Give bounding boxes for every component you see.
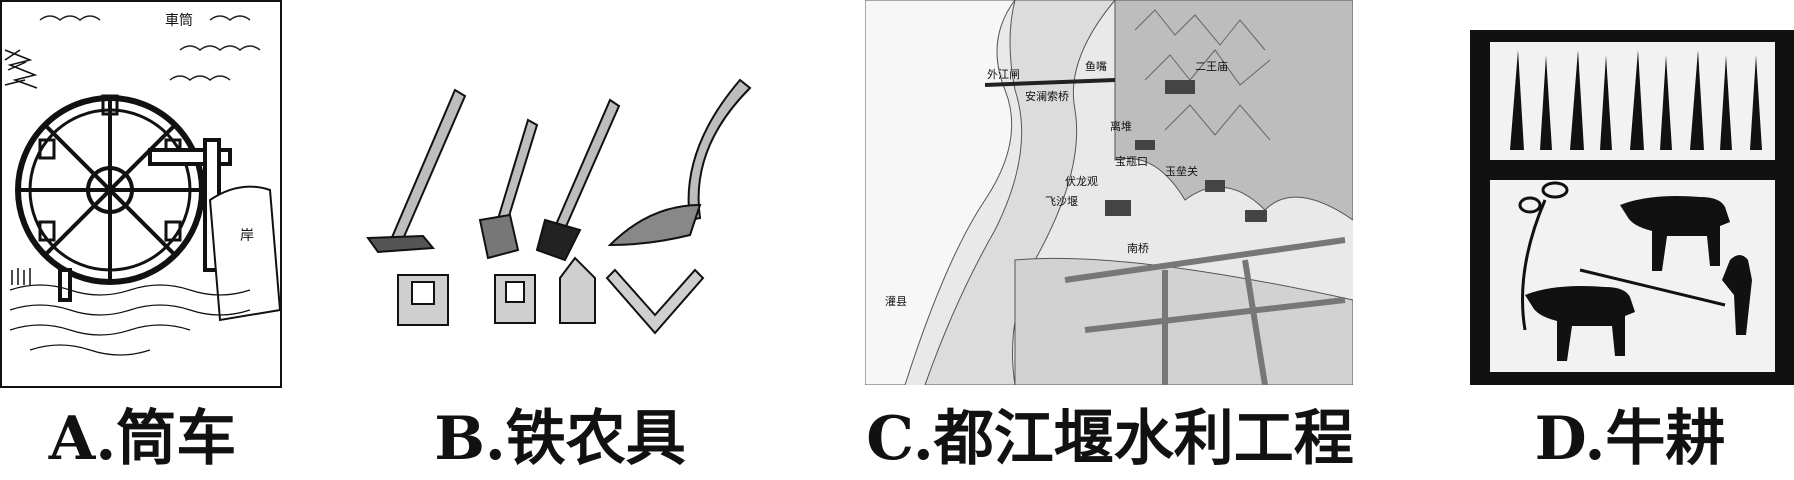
svg-text:岸: 岸 — [240, 228, 254, 244]
panel-a-title: 車筒 — [165, 12, 193, 29]
caption-b: B.铁农具 — [434, 404, 686, 474]
panel-c-image: 外江闸 宝瓶口 飞沙堰 伏龙观 安澜索桥 二王庙 玉垒关 离堆 鱼嘴 南桥 灌县 — [865, 0, 1353, 385]
map-label-fulongguan: 伏龙观 — [1065, 174, 1098, 188]
map-label-feishayan: 飞沙堰 — [1045, 195, 1078, 208]
panel-a-image: 車筒 — [0, 0, 285, 390]
panel-b-image — [360, 70, 775, 350]
map-label-erwangmiao: 二王庙 — [1195, 59, 1228, 73]
map-label-nanqiao: 南桥 — [1127, 242, 1149, 255]
caption-a: A.筒车 — [48, 404, 237, 474]
map-label-anlansuoqiao: 安澜索桥 — [1025, 89, 1069, 103]
map-label-yuzui: 鱼嘴 — [1085, 59, 1107, 73]
caption-d: D.牛耕 — [1534, 404, 1726, 474]
panel-d-image — [1470, 30, 1794, 385]
map-label-yuleiguan: 玉垒关 — [1165, 164, 1198, 178]
map-label-waijiangzha: 外江闸 — [987, 68, 1020, 81]
map-label-baopingkou: 宝瓶口 — [1115, 154, 1148, 168]
caption-c: C.都江堰水利工程 — [866, 404, 1354, 474]
map-label-lidui: 离堆 — [1110, 119, 1132, 133]
map-label-guanxian: 灌县 — [885, 295, 907, 308]
